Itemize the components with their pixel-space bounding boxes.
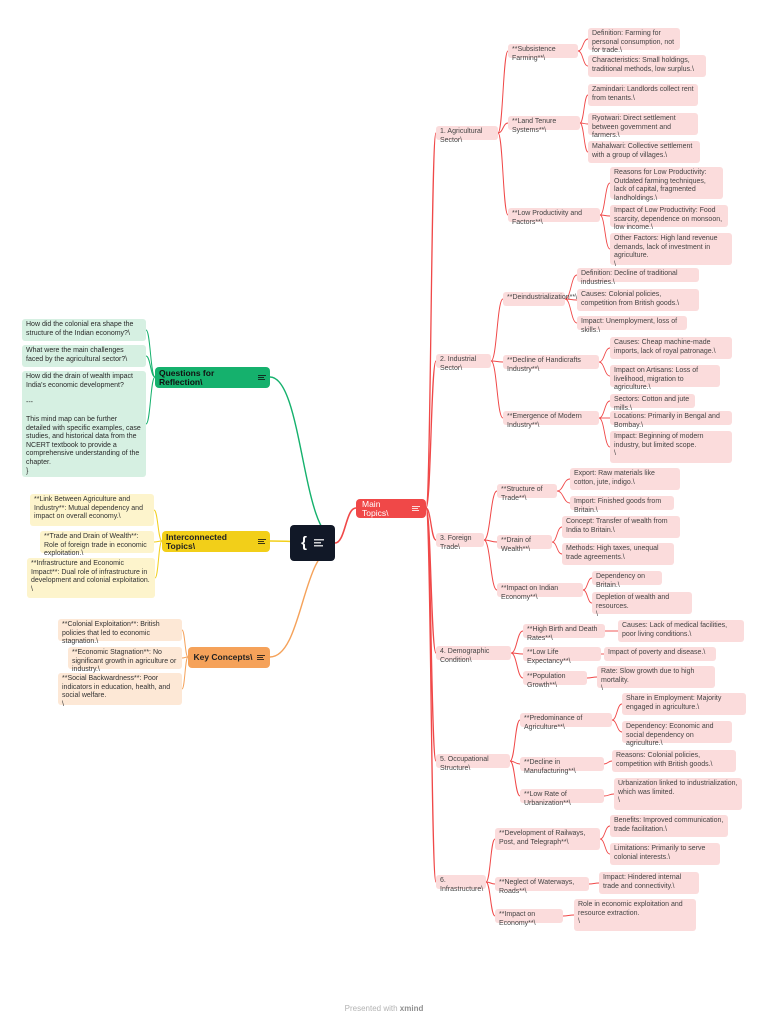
main-topic-1[interactable]: 1. Agricultural Sector\ bbox=[436, 126, 498, 144]
subtopic[interactable]: **Deindustrialization**\ bbox=[503, 292, 577, 306]
main-topic-5[interactable]: 5. Occupational Structure\ bbox=[436, 754, 510, 772]
note-icon bbox=[313, 539, 324, 547]
subtopic[interactable]: **Decline in Manufacturing**\ bbox=[520, 757, 604, 775]
detail-item[interactable]: Reasons for Low Productivity: Outdated f… bbox=[610, 167, 723, 202]
footer-prefix: Presented with bbox=[344, 1004, 398, 1013]
note-icon bbox=[258, 374, 266, 381]
reflection-question[interactable]: How did the drain of wealth impact India… bbox=[22, 371, 146, 477]
interconnected-item[interactable]: **Link Between Agriculture and Industry*… bbox=[30, 494, 154, 526]
subtopic[interactable]: **Emergence of Modern Industry**\ bbox=[503, 411, 599, 429]
subtopic[interactable]: **Subsistence Farming**\ bbox=[508, 44, 578, 62]
reflection-question[interactable]: What were the main challenges faced by t… bbox=[22, 345, 146, 367]
detail-item[interactable]: Impact of poverty and disease.\ bbox=[604, 647, 716, 661]
reflection-question[interactable]: How did the colonial era shape the struc… bbox=[22, 319, 146, 341]
branch-main-topics[interactable]: Main Topics\ bbox=[356, 499, 426, 518]
branch-questions-for-reflection[interactable]: Questions for Reflection\ bbox=[155, 367, 270, 388]
subtopic[interactable]: **Land Tenure Systems**\ bbox=[508, 116, 580, 134]
main-topic-6[interactable]: 6. Infrastructure\ bbox=[436, 875, 486, 893]
detail-item[interactable]: Causes: Cheap machine-made imports, lack… bbox=[610, 337, 732, 359]
detail-item[interactable]: Impact: Unemployment, loss of skills.\ bbox=[577, 316, 687, 334]
branch-interconnected-label: Interconnected Topics\ bbox=[166, 531, 227, 551]
detail-item[interactable]: Benefits: Improved communication, trade … bbox=[610, 815, 728, 837]
subtopic[interactable]: **High Birth and Death Rates**\ bbox=[523, 624, 605, 642]
subtopic[interactable]: **Predominance of Agriculture**\ bbox=[520, 713, 612, 731]
detail-item[interactable]: Causes: Lack of medical facilities, poor… bbox=[618, 620, 744, 642]
detail-item[interactable]: Sectors: Cotton and jute mills.\ bbox=[610, 394, 695, 412]
detail-item[interactable]: Role in economic exploitation and resour… bbox=[574, 899, 696, 931]
interconnected-item[interactable]: **Trade and Drain of Wealth**: Role of f… bbox=[40, 531, 154, 557]
subtopic[interactable]: **Development of Railways, Post, and Tel… bbox=[495, 828, 600, 850]
detail-item[interactable]: Impact of Low Productivity: Food scarcit… bbox=[610, 205, 728, 231]
subtopic[interactable]: **Population Growth**\ bbox=[523, 671, 587, 689]
footer: Presented with xmind bbox=[0, 1004, 768, 1013]
detail-item[interactable]: Impact: Beginning of modern industry, bu… bbox=[610, 431, 732, 463]
detail-item[interactable]: Rate: Slow growth due to high mortality.… bbox=[597, 666, 715, 692]
detail-item[interactable]: Reasons: Colonial policies, competition … bbox=[612, 750, 736, 772]
footer-brand: xmind bbox=[399, 1004, 424, 1013]
branch-main-topics-label: Main Topics\ bbox=[362, 498, 389, 518]
subtopic[interactable]: **Impact on Economy**\ bbox=[495, 909, 563, 927]
interconnected-item[interactable]: **Infrastructure and Economic Impact**: … bbox=[27, 558, 155, 598]
detail-item[interactable]: Definition: Decline of traditional indus… bbox=[577, 268, 699, 286]
detail-item[interactable]: Dependency: Economic and social dependen… bbox=[622, 721, 732, 747]
note-icon bbox=[256, 654, 265, 661]
detail-item[interactable]: Zamindari: Landlords collect rent from t… bbox=[588, 84, 698, 106]
detail-item[interactable]: Locations: Primarily in Bengal and Bomba… bbox=[610, 411, 732, 429]
detail-item[interactable]: Methods: High taxes, unequal trade agree… bbox=[562, 543, 674, 565]
branch-interconnected-topics[interactable]: Interconnected Topics\ bbox=[162, 531, 270, 552]
detail-item[interactable]: Limitations: Primarily to serve colonial… bbox=[610, 843, 720, 865]
detail-item[interactable]: Share in Employment: Majority engaged in… bbox=[622, 693, 746, 715]
subtopic[interactable]: **Low Productivity and Factors**\ bbox=[508, 208, 600, 226]
main-topic-2[interactable]: 2. Industrial Sector\ bbox=[436, 354, 491, 372]
subtopic[interactable]: **Neglect of Waterways, Roads**\ bbox=[495, 877, 589, 895]
central-topic[interactable]: { bbox=[290, 525, 335, 561]
note-icon bbox=[412, 505, 420, 512]
key-concept[interactable]: **Economic Stagnation**: No significant … bbox=[68, 647, 182, 673]
detail-item[interactable]: Other Factors: High land revenue demands… bbox=[610, 233, 732, 268]
main-topic-3[interactable]: 3. Foreign Trade\ bbox=[436, 533, 484, 551]
subtopic[interactable]: **Low Rate of Urbanization**\ bbox=[520, 789, 604, 807]
key-concept[interactable]: **Social Backwardness**: Poor indicators… bbox=[58, 673, 182, 708]
detail-item[interactable]: Definition: Farming for personal consump… bbox=[588, 28, 680, 54]
detail-item[interactable]: Import: Finished goods from Britain.\ bbox=[570, 496, 674, 514]
detail-item[interactable]: Characteristics: Small holdings, traditi… bbox=[588, 55, 706, 77]
detail-item[interactable]: Ryotwari: Direct settlement between gove… bbox=[588, 113, 698, 139]
detail-item[interactable]: Causes: Colonial policies, competition f… bbox=[577, 289, 699, 311]
subtopic[interactable]: **Decline of Handicrafts Industry**\ bbox=[503, 355, 599, 373]
key-concept[interactable]: **Colonial Exploitation**: British polic… bbox=[58, 619, 182, 645]
detail-item[interactable]: Concept: Transfer of wealth from India t… bbox=[562, 516, 680, 538]
branch-key-concepts-label: Key Concepts\ bbox=[193, 652, 253, 663]
subtopic[interactable]: **Low Life Expectancy**\ bbox=[523, 647, 601, 665]
detail-item[interactable]: Dependency on Britain.\ bbox=[592, 571, 662, 589]
detail-item[interactable]: Impact on Artisans: Loss of livelihood, … bbox=[610, 365, 720, 391]
branch-questions-label: Questions for Reflection\ bbox=[159, 367, 215, 387]
detail-item[interactable]: Urbanization linked to industrialization… bbox=[614, 778, 742, 810]
note-icon bbox=[258, 538, 266, 545]
subtopic[interactable]: **Impact on Indian Economy**\ bbox=[497, 583, 583, 601]
main-topic-4[interactable]: 4. Demographic Condition\ bbox=[436, 646, 511, 664]
detail-item[interactable]: Impact: Hindered internal trade and conn… bbox=[599, 872, 699, 894]
detail-item[interactable]: Export: Raw materials like cotton, jute,… bbox=[570, 468, 680, 490]
subtopic[interactable]: **Structure of Trade**\ bbox=[497, 484, 557, 502]
central-topic-label: { bbox=[301, 533, 307, 551]
branch-key-concepts[interactable]: Key Concepts\ bbox=[188, 647, 270, 668]
detail-item[interactable]: Depletion of wealth and resources. \ bbox=[592, 592, 692, 618]
detail-item[interactable]: Mahalwari: Collective settlement with a … bbox=[588, 141, 700, 163]
subtopic[interactable]: **Drain of Wealth**\ bbox=[497, 535, 552, 553]
